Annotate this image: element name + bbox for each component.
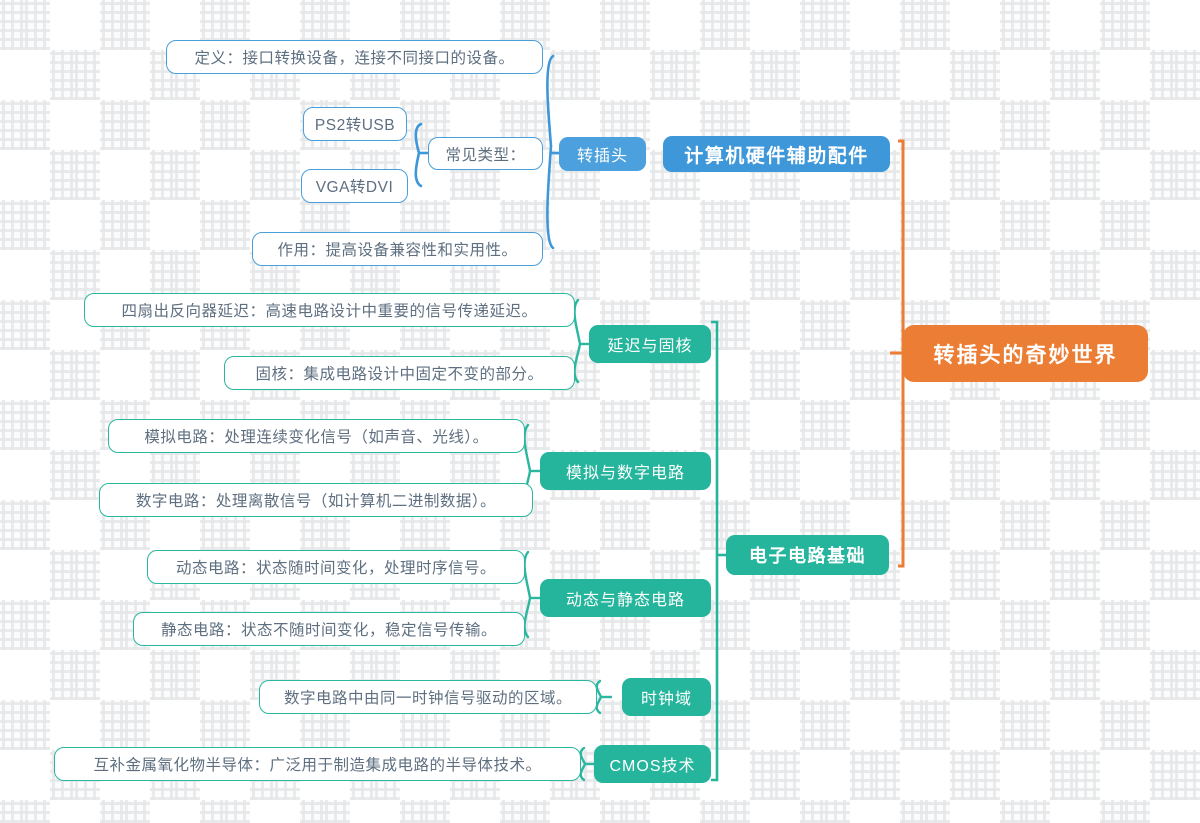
leaf-ps2-to-usb-label: PS2转USB [314,117,396,134]
leaf-adapter-definition[interactable]: 定义：接口转换设备，连接不同接口的设备。 [166,40,543,74]
leaf-adapter-purpose[interactable]: 作用：提高设备兼容性和实用性。 [252,232,543,266]
node-delay[interactable]: 延迟与固核 [589,325,711,363]
node-cmos-label: CMOS技术 [609,758,696,775]
connector-green-brace-delay [573,298,582,384]
leaf-vga-to-dvi[interactable]: VGA转DVI [301,169,408,203]
node-common-types[interactable]: 常见类型： [428,137,543,170]
node-analog-digital-label: 模拟与数字电路 [565,465,685,482]
connector-blue-brace [546,54,555,250]
leaf-fanout-delay-label: 四扇出反向器延迟：高速电路设计中重要的信号传递延迟。 [121,303,538,320]
leaf-adapter-purpose-label: 作用：提高设备兼容性和实用性。 [277,242,518,259]
leaf-clock-domain-desc[interactable]: 数字电路中由同一时钟信号驱动的区域。 [259,680,597,714]
leaf-vga-to-dvi-label: VGA转DVI [315,179,394,196]
connector-green-brace-dynamic [523,550,532,639]
branch-node-hardware[interactable]: 计算机硬件辅助配件 [663,136,890,172]
leaf-analog-circuit[interactable]: 模拟电路：处理连续变化信号（如声音、光线）。 [108,419,525,453]
node-dynamic-static[interactable]: 动态与静态电路 [540,579,711,617]
leaf-cmos-desc-label: 互补金属氧化物半导体：广泛用于制造集成电路的半导体技术。 [93,757,542,774]
leaf-static-circuit-label: 静态电路：状态不随时间变化，稳定信号传输。 [160,622,497,639]
node-adapter-label: 转插头 [576,148,628,165]
leaf-hard-core[interactable]: 固核：集成电路设计中固定不变的部分。 [224,356,575,390]
leaf-dynamic-circuit[interactable]: 动态电路：状态随时间变化，处理时序信号。 [147,550,525,584]
branch-node-hardware-label: 计算机硬件辅助配件 [684,145,869,167]
connector-green-bracket [711,320,719,782]
leaf-digital-circuit-label: 数字电路：处理离散信号（如计算机二进制数据）。 [135,493,497,510]
branch-node-circuits-label: 电子电路基础 [749,546,866,566]
leaf-clock-domain-desc-label: 数字电路中由同一时钟信号驱动的区域。 [283,690,572,707]
node-adapter[interactable]: 转插头 [559,137,646,171]
leaf-dynamic-circuit-label: 动态电路：状态随时间变化，处理时序信号。 [175,560,496,577]
connector-green-brace-clock [595,679,603,715]
leaf-analog-circuit-label: 模拟电路：处理连续变化信号（如声音、光线）。 [144,429,489,446]
connector-green-brace-cmos [579,746,587,782]
node-cmos[interactable]: CMOS技术 [594,745,711,783]
leaf-digital-circuit[interactable]: 数字电路：处理离散信号（如计算机二进制数据）。 [99,483,533,517]
leaf-fanout-delay[interactable]: 四扇出反向器延迟：高速电路设计中重要的信号传递延迟。 [84,293,575,327]
root-node[interactable]: 转插头的奇妙世界 [903,325,1148,382]
node-delay-label: 延迟与固核 [607,338,693,355]
leaf-static-circuit[interactable]: 静态电路：状态不随时间变化，稳定信号传输。 [133,612,525,646]
branch-node-circuits[interactable]: 电子电路基础 [726,535,889,575]
node-clock-domain[interactable]: 时钟域 [622,678,711,716]
leaf-adapter-definition-label: 定义：接口转换设备，连接不同接口的设备。 [194,50,515,67]
leaf-hard-core-label: 固核：集成电路设计中固定不变的部分。 [255,366,544,383]
leaf-ps2-to-usb[interactable]: PS2转USB [303,107,407,141]
node-common-types-label: 常见类型： [445,146,526,164]
root-node-label: 转插头的奇妙世界 [933,343,1118,367]
leaf-cmos-desc[interactable]: 互补金属氧化物半导体：广泛用于制造集成电路的半导体技术。 [54,747,581,781]
connector-blue-subbrace [414,122,423,188]
node-dynamic-static-label: 动态与静态电路 [565,592,685,609]
node-clock-domain-label: 时钟域 [640,691,692,708]
node-analog-digital[interactable]: 模拟与数字电路 [540,452,711,490]
